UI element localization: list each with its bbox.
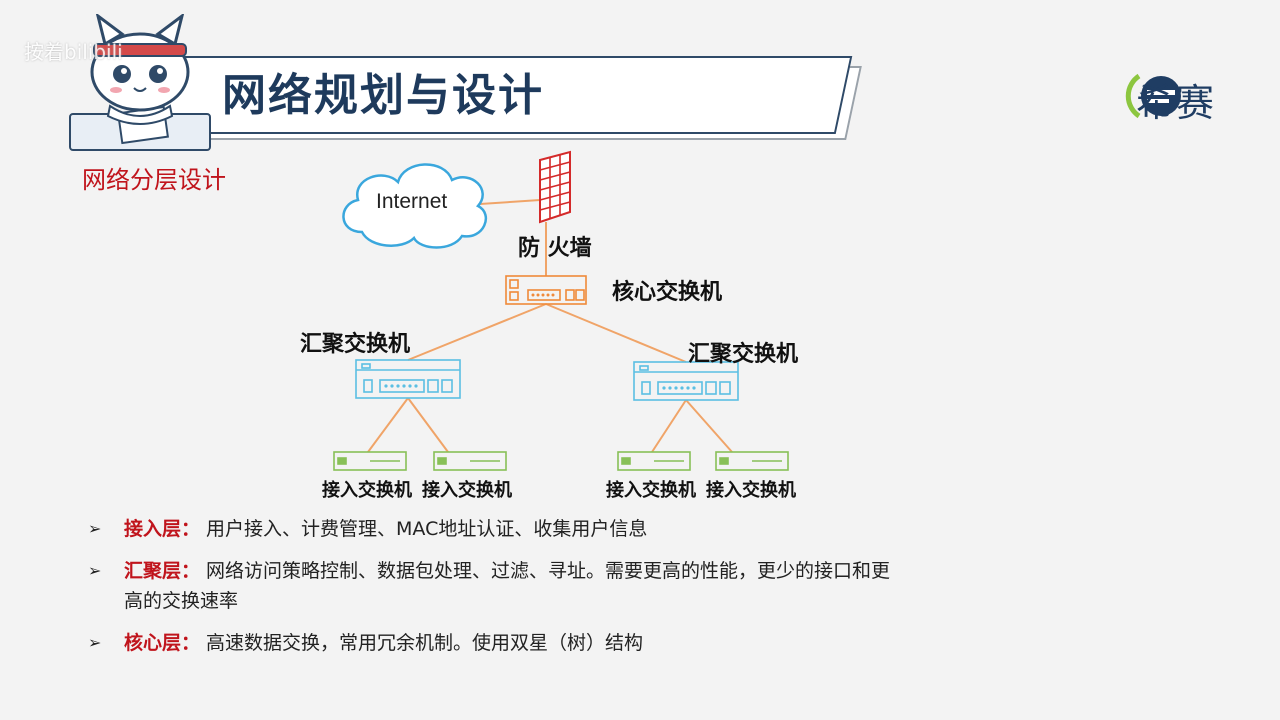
access-switch-1-icon bbox=[333, 451, 407, 471]
core-switch-label: 核心交换机 bbox=[612, 280, 723, 305]
layer-name: 接入层： bbox=[124, 518, 201, 540]
access-switch-3-icon bbox=[617, 451, 691, 471]
firewall-label: 防 火墙 bbox=[518, 236, 592, 261]
aggregation-switch-label: 汇聚交换机 bbox=[300, 332, 411, 357]
list-item: ➢ 汇聚层：网络访问策略控制、数据包处理、过滤、寻址。需要更高的性能，更少的接口… bbox=[88, 556, 908, 616]
link-core-agg2 bbox=[545, 303, 687, 363]
layer-name: 汇聚层： bbox=[124, 560, 201, 582]
section-title: 网络分层设计 bbox=[82, 166, 226, 194]
internet-cloud-icon bbox=[342, 163, 488, 249]
access-switch-2-icon bbox=[433, 451, 507, 471]
access-switch-4-icon bbox=[715, 451, 789, 471]
list-item: ➢ 接入层：用户接入、计费管理、MAC地址认证、收集用户信息 bbox=[88, 514, 908, 544]
aggregation-switch-2-icon bbox=[633, 361, 739, 401]
link-agg2-acc4 bbox=[685, 399, 733, 453]
access-switch-label: 接入交换机 bbox=[422, 480, 512, 501]
firewall-icon bbox=[539, 150, 571, 224]
list-item: ➢ 核心层：高速数据交换，常用冗余机制。使用双星（树）结构 bbox=[88, 628, 908, 658]
link-internet-firewall bbox=[479, 199, 541, 205]
logo-text: 希赛 bbox=[1136, 81, 1217, 125]
layer-description: 用户接入、计费管理、MAC地址认证、收集用户信息 bbox=[206, 518, 648, 540]
link-core-agg1 bbox=[407, 303, 547, 361]
arrow-bullet-icon: ➢ bbox=[88, 561, 102, 580]
link-agg1-acc1 bbox=[367, 397, 409, 453]
access-switch-label: 接入交换机 bbox=[706, 480, 796, 501]
core-switch-icon bbox=[505, 275, 587, 305]
layer-name: 核心层： bbox=[124, 632, 201, 654]
watermark: 按着bilibili bbox=[24, 40, 123, 64]
aggregation-switch-1-icon bbox=[355, 359, 461, 399]
arrow-bullet-icon: ➢ bbox=[88, 519, 102, 538]
logo-icon bbox=[1125, 73, 1181, 119]
layer-description: 高速数据交换，常用冗余机制。使用双星（树）结构 bbox=[206, 632, 644, 654]
internet-label: Internet bbox=[376, 190, 448, 213]
layer-description-list: ➢ 接入层：用户接入、计费管理、MAC地址认证、收集用户信息 ➢ 汇聚层：网络访… bbox=[88, 514, 908, 670]
access-switch-label: 接入交换机 bbox=[606, 480, 696, 501]
aggregation-switch-label: 汇聚交换机 bbox=[688, 342, 799, 367]
layer-description: 网络访问策略控制、数据包处理、过滤、寻址。需要更高的性能，更少的接口和更高的交换… bbox=[124, 560, 891, 612]
access-switch-label: 接入交换机 bbox=[322, 480, 412, 501]
cat-mascot-icon bbox=[69, 14, 211, 151]
arrow-bullet-icon: ➢ bbox=[88, 633, 102, 652]
link-agg1-acc2 bbox=[407, 397, 449, 453]
link-agg2-acc3 bbox=[651, 399, 687, 453]
page-title: 网络规划与设计 bbox=[222, 70, 544, 121]
